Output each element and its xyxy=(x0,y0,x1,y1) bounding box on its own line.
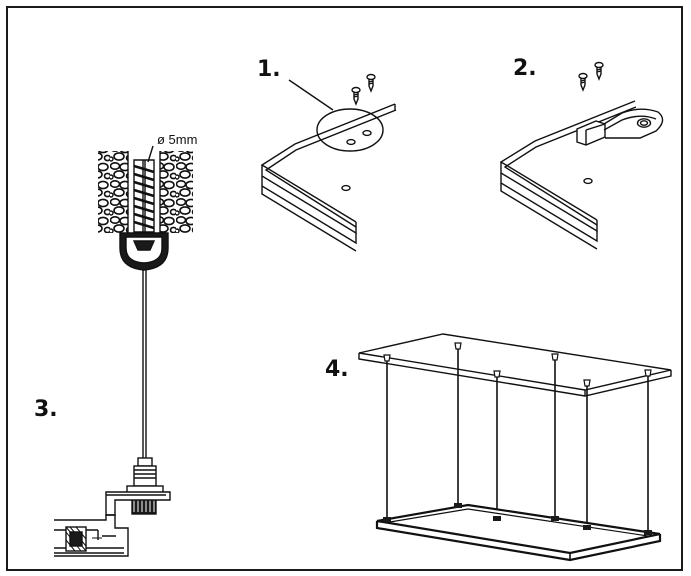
step-2-label: 2. xyxy=(513,56,537,81)
diagram-frame xyxy=(6,6,683,571)
step3-illustration xyxy=(54,145,193,557)
step-3-label: 3. xyxy=(34,397,58,422)
step1-illustration xyxy=(260,73,397,252)
screw-icon xyxy=(351,86,361,106)
mounting-bracket-icon xyxy=(576,108,664,146)
step-1-label: 1. xyxy=(257,57,281,82)
frame-profile-section xyxy=(54,491,171,557)
ceiling-plate xyxy=(358,333,672,397)
wire-gripper-icon xyxy=(126,457,164,515)
screw-icon xyxy=(594,61,604,81)
step2-illustration xyxy=(499,61,664,250)
suspension-wires xyxy=(386,346,649,533)
step4-illustration xyxy=(358,333,672,562)
light-panel xyxy=(375,503,662,562)
screw-icon xyxy=(578,72,588,92)
step-4-label: 4. xyxy=(325,357,349,382)
hole-diameter-note: ø 5mm xyxy=(157,132,198,147)
screw-icon xyxy=(366,73,376,93)
